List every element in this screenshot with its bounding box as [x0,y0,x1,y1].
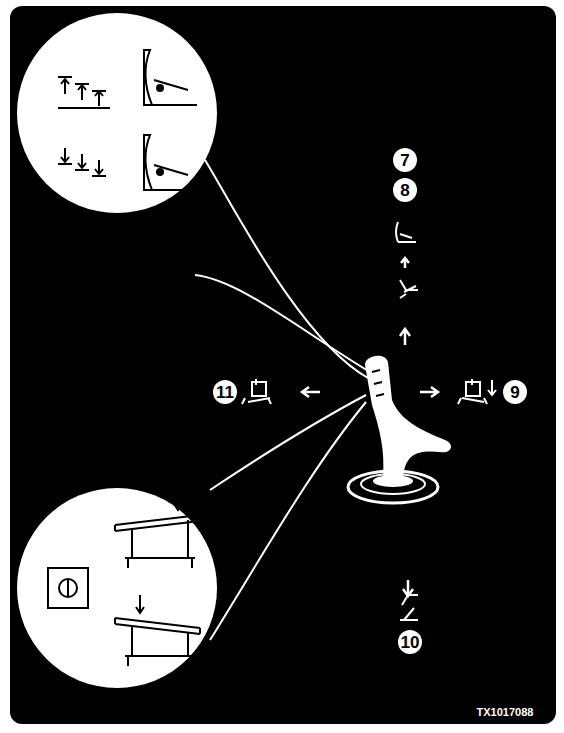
callout-number: 8 [400,182,409,199]
callout-circles [213,148,527,654]
detail-circle [17,488,217,688]
callout-number: 10 [401,634,420,651]
panel [10,6,556,724]
blade-icons [242,222,496,620]
direction-arrows [302,258,438,596]
leader-lines [195,160,370,640]
figure-code: TX1017088 [477,707,534,718]
joystick [348,356,451,503]
blade-raise-detail [58,50,197,108]
blade-tilt-detail [48,492,200,666]
callout-number: 7 [400,152,409,169]
callout-number: 11 [216,384,234,401]
blade-lower-detail [58,135,197,190]
callout-number: 9 [510,384,519,401]
detail-circle [17,13,217,213]
